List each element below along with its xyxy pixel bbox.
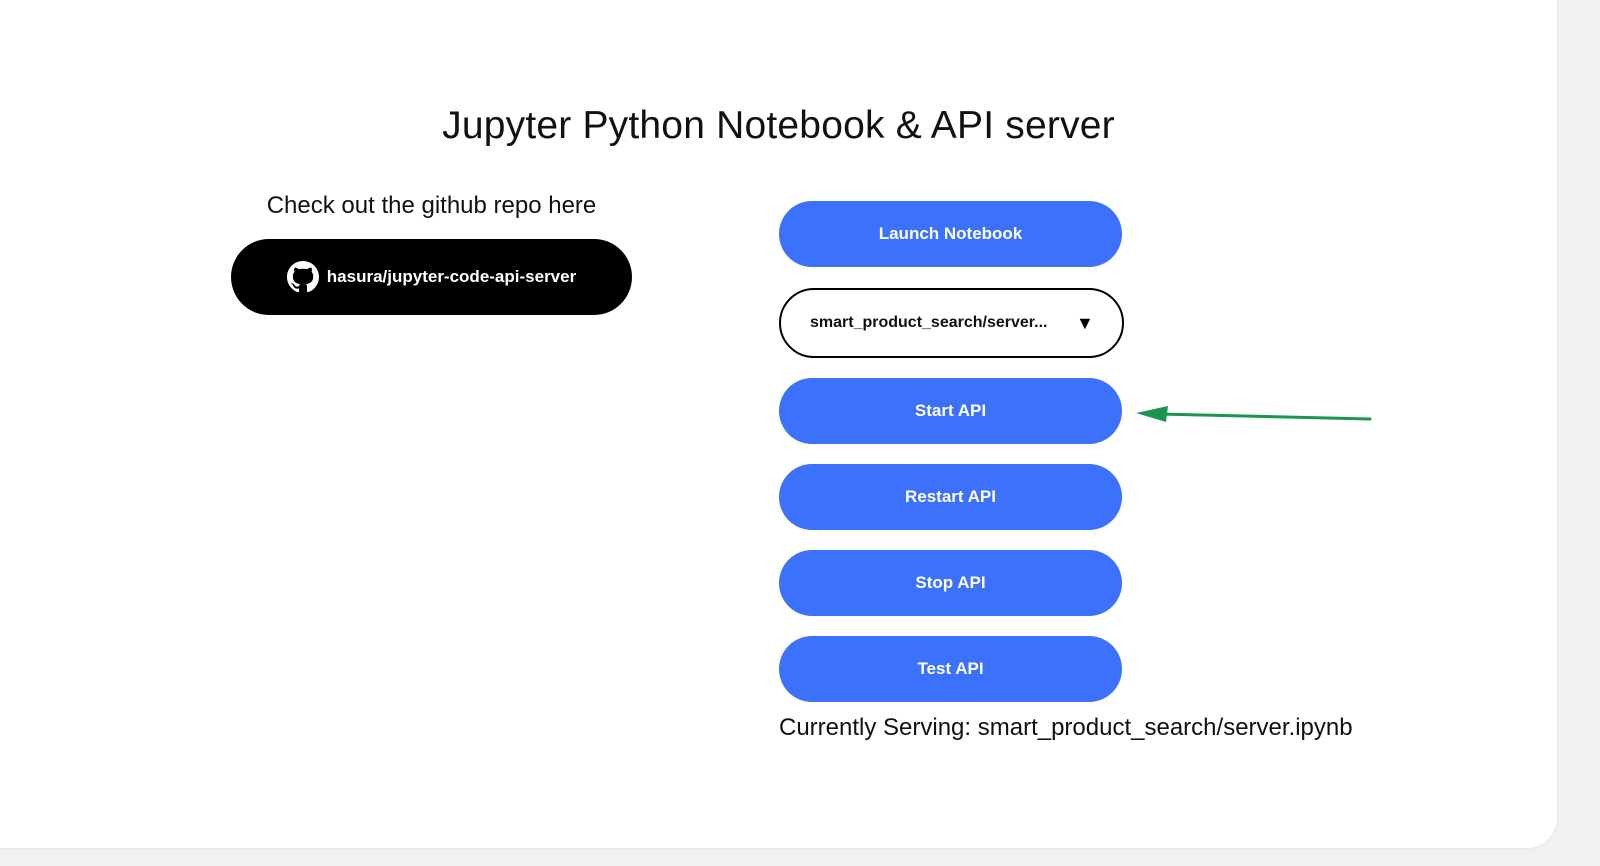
currently-serving-status: Currently Serving: smart_product_search/… [779, 714, 1353, 741]
restart-api-button[interactable]: Restart API [779, 464, 1122, 530]
annotation-arrow-icon [1136, 406, 1372, 422]
test-api-button[interactable]: Test API [779, 636, 1122, 702]
app-card: Jupyter Python Notebook & API server Che… [0, 0, 1557, 848]
launch-notebook-button[interactable]: Launch Notebook [779, 201, 1122, 267]
stop-api-button[interactable]: Stop API [779, 550, 1122, 616]
github-repo-button[interactable]: hasura/jupyter-code-api-server [231, 239, 632, 315]
github-caption: Check out the github repo here [266, 192, 597, 219]
caret-down-icon: ▼ [1076, 312, 1094, 333]
start-api-button[interactable]: Start API [779, 378, 1122, 444]
github-repo-label: hasura/jupyter-code-api-server [326, 267, 577, 286]
notebook-select-value: smart_product_search/server... [810, 314, 1048, 331]
github-icon [286, 261, 319, 293]
notebook-select[interactable]: smart_product_search/server... ▼ [779, 288, 1124, 358]
page-title: Jupyter Python Notebook & API server [442, 104, 1115, 147]
